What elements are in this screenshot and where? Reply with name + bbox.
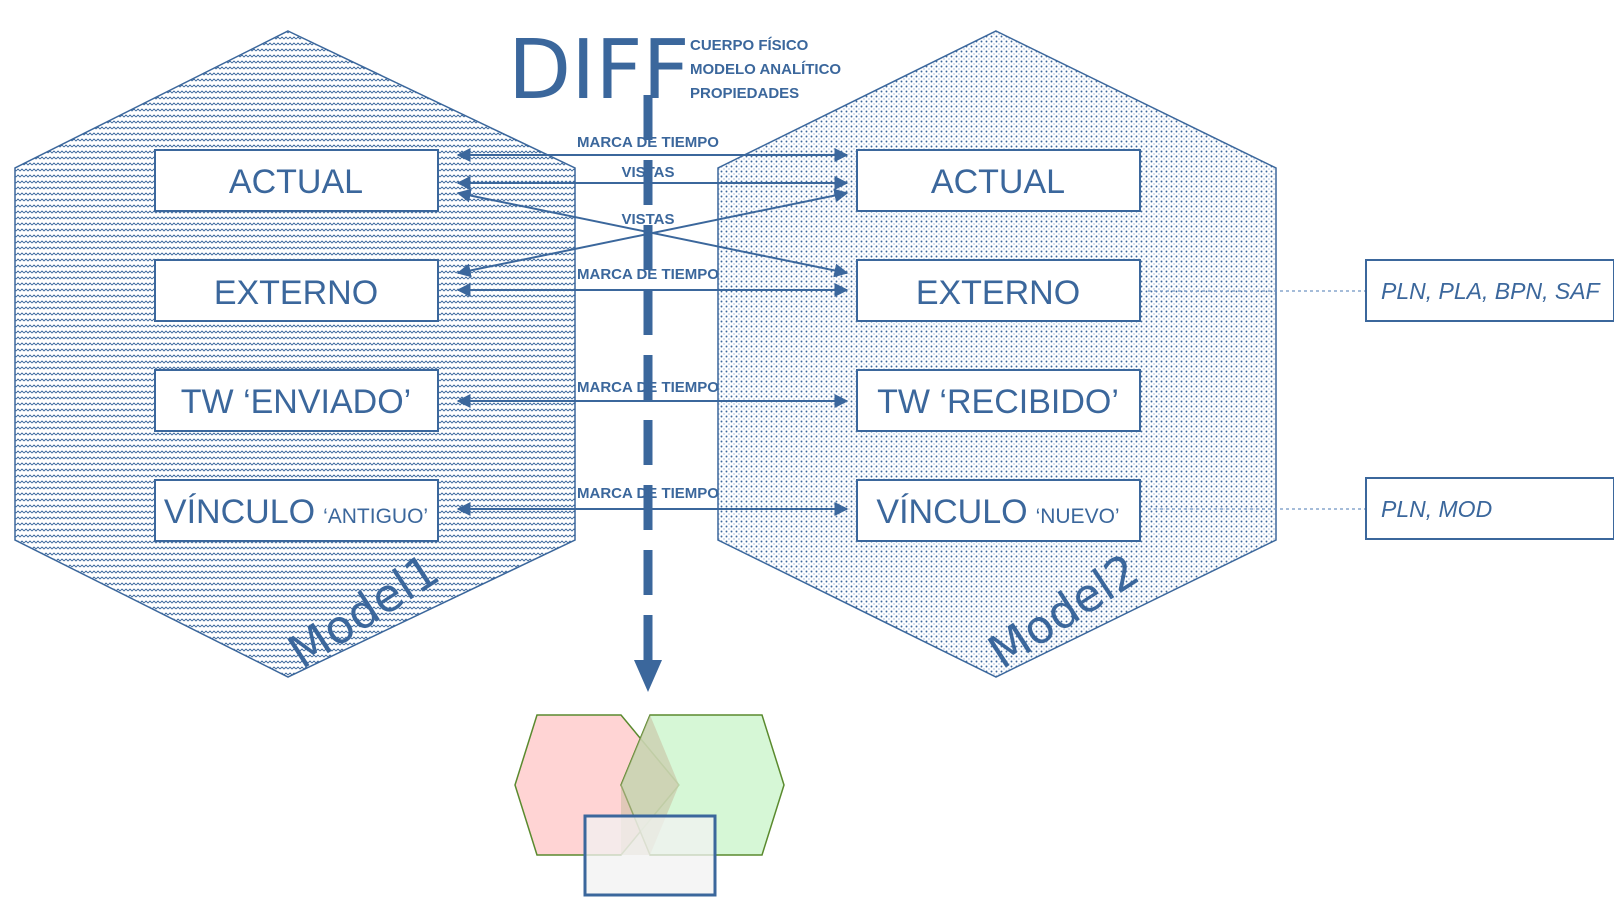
- model1-externo-box: [154, 259, 439, 322]
- model1-hexagon: [14, 30, 576, 678]
- diff-list-item: CUERPO FÍSICO: [690, 37, 809, 54]
- model2-tw-label: TW ‘RECIBIDO’: [877, 383, 1119, 421]
- model2-tw-box: [856, 369, 1141, 432]
- model2-externo-label: EXTERNO: [916, 274, 1080, 312]
- model1-actual-label: ACTUAL: [229, 163, 363, 201]
- diff-result-box: [583, 814, 717, 897]
- model1-externo-label: EXTERNO: [214, 274, 378, 312]
- diff-list-item: MODELO ANALÍTICO: [690, 61, 841, 78]
- model1-tw-box: [154, 369, 439, 432]
- vinculo-note-text: PLN, MOD: [1381, 496, 1492, 522]
- connector-label: MARCA DE TIEMPO: [577, 266, 719, 283]
- model1-vinculo-label: VÍNCULO ‘ANTIGUO’: [164, 493, 428, 531]
- connector-label: MARCA DE TIEMPO: [577, 134, 719, 151]
- model2-actual-label: ACTUAL: [931, 163, 1065, 201]
- model1-vinculo-box: [154, 479, 439, 542]
- connector-label: MARCA DE TIEMPO: [577, 485, 719, 502]
- model2-externo-box: [856, 259, 1141, 322]
- model2-actual-box: [856, 149, 1141, 212]
- externo-to-actual-arrow: [456, 188, 849, 278]
- model2-vinculo-box: [856, 479, 1141, 542]
- externo-note-box: [1365, 259, 1614, 322]
- model1-vinculo-main: VÍNCULO: [164, 493, 315, 531]
- connector-label: VISTAS: [621, 211, 674, 228]
- model2-vinculo-label: VÍNCULO ‘NUEVO’: [876, 493, 1119, 531]
- model2-hexagon: [717, 30, 1277, 678]
- model1-vinculo-tag: ‘ANTIGUO’: [323, 505, 428, 528]
- model1-actual-box: [154, 149, 439, 212]
- connector-label: VISTAS: [621, 164, 674, 181]
- diff-list-item: PROPIEDADES: [690, 85, 799, 102]
- diff-title: DIFF: [508, 23, 690, 118]
- model2-vinculo-tag: ‘NUEVO’: [1036, 505, 1120, 528]
- connector-label: MARCA DE TIEMPO: [577, 379, 719, 396]
- vinculo-note-box: [1365, 477, 1614, 540]
- model2-vinculo-main: VÍNCULO: [876, 493, 1027, 531]
- model1-tw-label: TW ‘ENVIADO’: [181, 383, 411, 421]
- externo-note-text: PLN, PLA, BPN, SAF: [1381, 278, 1602, 304]
